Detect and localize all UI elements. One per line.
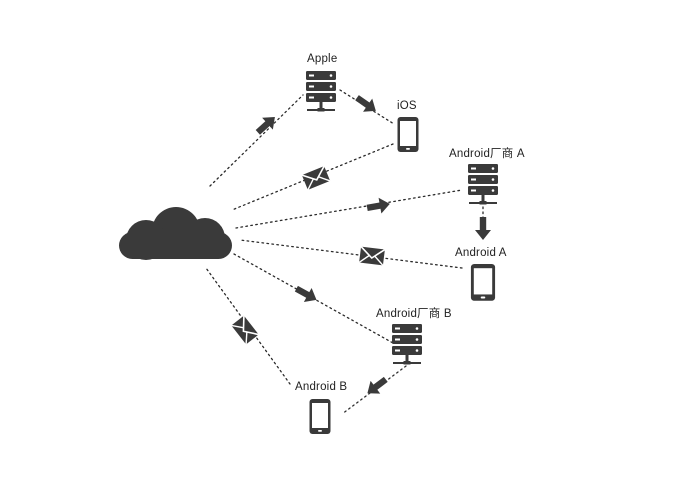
line-cloud-to-vendor-a xyxy=(235,189,463,229)
line-cloud-to-apple xyxy=(209,94,304,187)
envelope-icon xyxy=(230,314,260,346)
android-b-phone-icon xyxy=(309,399,331,434)
android-a-phone-icon xyxy=(470,264,496,301)
arrow-icon xyxy=(365,196,392,216)
arrow-icon xyxy=(352,91,381,118)
connection-lines xyxy=(205,89,484,415)
apple-server-label: Apple xyxy=(307,53,338,65)
vendor-a-server-icon xyxy=(468,164,498,205)
android-b-device-label: Android B xyxy=(295,381,348,393)
envelope-icon xyxy=(358,245,386,267)
arrow-icon xyxy=(292,281,321,307)
vendor-b-server-icon xyxy=(392,324,422,365)
arrow-icon xyxy=(475,217,491,240)
line-android-a-to-cloud xyxy=(239,239,463,269)
ios-device-label: iOS xyxy=(397,100,417,112)
arrow-icon xyxy=(362,372,391,400)
vendor-a-server-label: Android厂商 A xyxy=(449,148,525,160)
cloud-icon xyxy=(119,207,232,260)
arrow-icon xyxy=(252,111,281,139)
vendor-b-server-label: Android厂商 B xyxy=(376,308,452,320)
ios-phone-icon xyxy=(397,117,419,152)
apple-server-icon xyxy=(306,71,336,112)
android-a-device-label: Android A xyxy=(455,247,507,259)
envelope-icon xyxy=(301,165,331,191)
